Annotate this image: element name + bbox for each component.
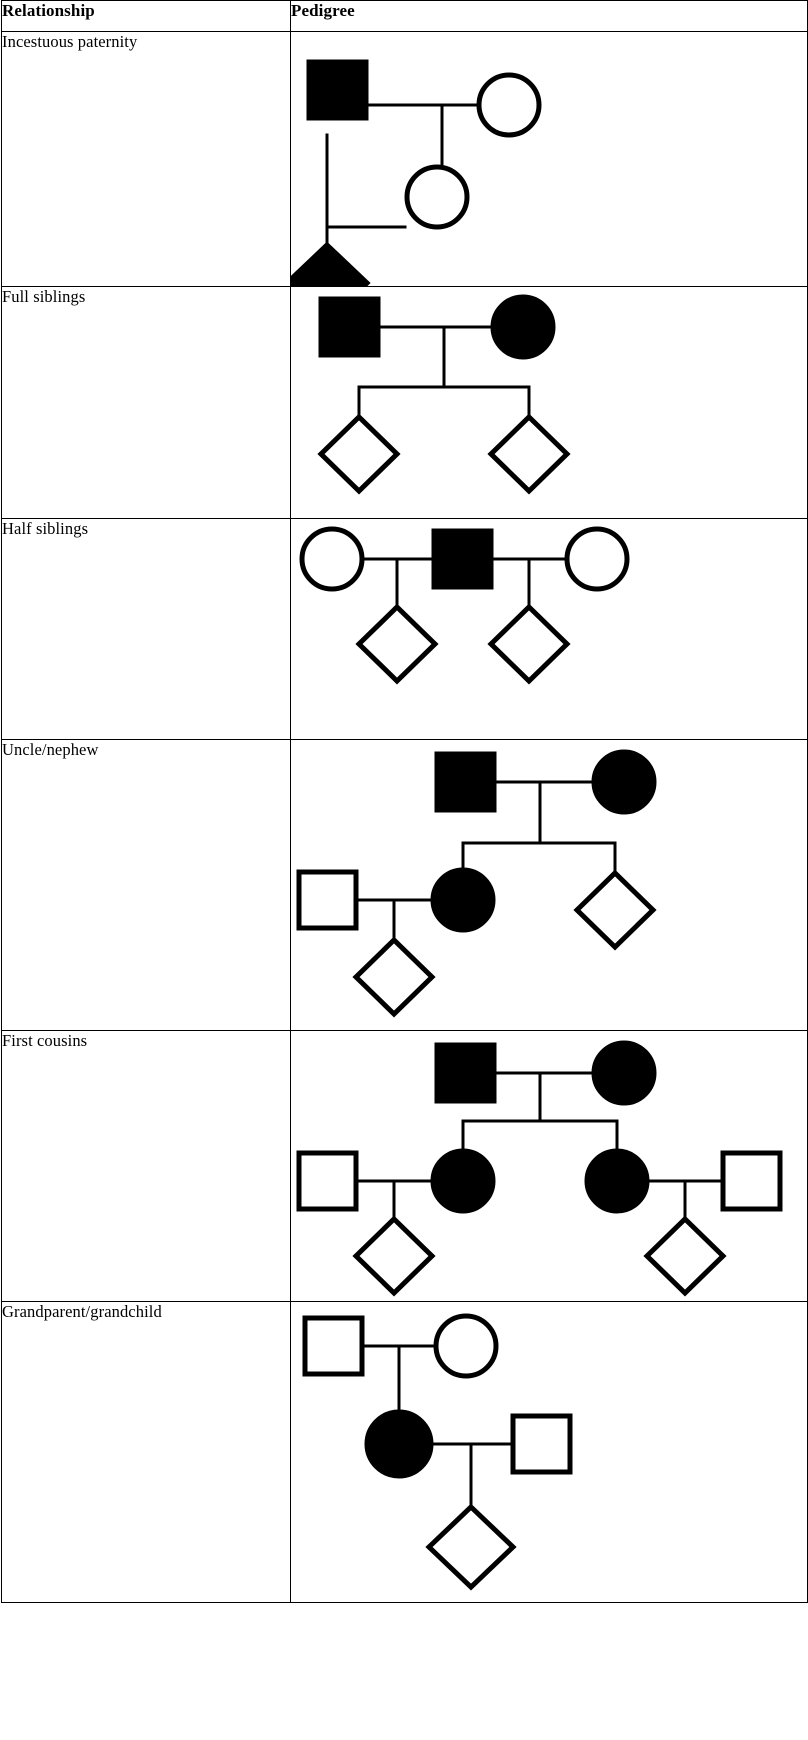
relationship-label-half-siblings: Half siblings — [1, 518, 291, 740]
column-header-pedigree: Pedigree — [290, 0, 808, 32]
pedigree-diagram-full-siblings — [317, 294, 571, 495]
symbol-sibling-2-diamond — [487, 413, 571, 495]
symbol-nephew-diamond — [352, 936, 436, 1018]
pedigree-relationship-table: Relationship Pedigree Incestuous paterni… — [1, 0, 808, 1603]
symbol-grandfather-square — [434, 751, 497, 813]
symbol-daughter-circle — [404, 164, 470, 230]
symbol-grandmother-circle — [433, 1313, 499, 1379]
relationship-label-full-siblings: Full siblings — [1, 286, 291, 519]
pedigree-cell-full-siblings — [290, 286, 808, 519]
symbol-mother-circle — [364, 1409, 434, 1479]
table-header-row: Relationship Pedigree — [1, 0, 808, 32]
table-row-first-cousins: First cousins — [1, 1030, 808, 1302]
pedigree-diagram-uncle-nephew — [296, 749, 657, 1018]
symbol-mother-circle — [476, 72, 542, 138]
symbol-grandfather-square — [434, 1042, 497, 1104]
table-row-half-siblings: Half siblings — [1, 518, 808, 740]
relationship-label-grandparent-grandchild: Grandparent/grandchild — [1, 1301, 291, 1603]
symbol-half-sibling-1-diamond — [355, 603, 439, 685]
table-row-full-siblings: Full siblings — [1, 286, 808, 519]
symbol-in-law-right-square — [720, 1150, 783, 1212]
relationship-label-incestuous-paternity: Incestuous paternity — [1, 31, 291, 287]
pedigree-cell-uncle-nephew — [290, 739, 808, 1031]
symbol-grandmother-circle — [591, 749, 657, 815]
symbol-child-diamond — [291, 241, 371, 286]
symbol-grandfather-square — [302, 1315, 365, 1377]
symbol-mother-1-circle — [299, 526, 365, 592]
relationship-label-uncle-nephew: Uncle/nephew — [1, 739, 291, 1031]
pedigree-cell-half-siblings — [290, 518, 808, 740]
symbol-mother-2-circle — [564, 526, 630, 592]
pedigree-diagram-half-siblings — [299, 526, 630, 685]
symbol-shared-father-square — [431, 528, 494, 590]
symbol-mother-circle — [490, 294, 556, 360]
pedigree-diagram-first-cousins — [296, 1040, 783, 1297]
symbol-cousin-left-diamond — [352, 1215, 436, 1297]
table-row-uncle-nephew: Uncle/nephew — [1, 739, 808, 1031]
symbol-cousin-right-diamond — [643, 1215, 727, 1297]
pedigree-cell-grandparent-grandchild — [290, 1301, 808, 1603]
symbol-daughter-circle — [430, 867, 496, 933]
symbol-grandchild-diamond — [425, 1503, 517, 1591]
symbol-grandmother-circle — [591, 1040, 657, 1106]
pedigree-diagram-grandparent-grandchild — [302, 1313, 573, 1591]
pedigree-cell-incestuous-paternity — [290, 31, 808, 287]
symbol-daughter-right-circle — [584, 1148, 650, 1214]
symbol-in-law-left-square — [296, 1150, 359, 1212]
pedigree-diagram-incestuous-paternity — [291, 59, 542, 286]
symbol-father-square — [318, 296, 381, 358]
pedigree-cell-first-cousins — [290, 1030, 808, 1302]
table-row-grandparent-grandchild: Grandparent/grandchild — [1, 1301, 808, 1603]
symbol-sibling-1-diamond — [317, 413, 401, 495]
column-header-relationship: Relationship — [1, 0, 291, 32]
relationship-label-first-cousins: First cousins — [1, 1030, 291, 1302]
symbol-half-sibling-2-diamond — [487, 603, 571, 685]
table-row-incestuous-paternity: Incestuous paternity — [1, 31, 808, 287]
symbol-daughter-left-circle — [430, 1148, 496, 1214]
symbol-in-law-square — [296, 869, 359, 931]
symbol-father-square — [306, 59, 369, 121]
symbol-uncle-diamond — [573, 869, 657, 951]
symbol-father-square — [510, 1413, 573, 1475]
